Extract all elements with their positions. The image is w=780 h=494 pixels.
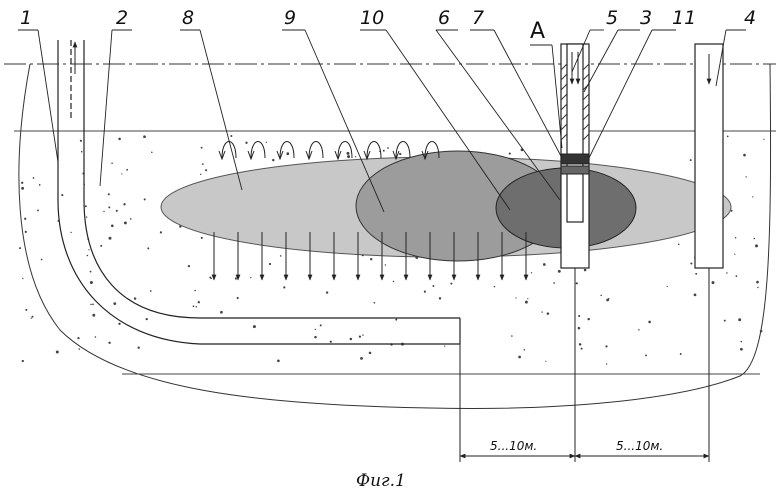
label-10: 10 <box>360 7 384 29</box>
label-6: 6 <box>438 7 450 29</box>
label-4: 4 <box>744 7 756 29</box>
label-11: 11 <box>672 7 696 29</box>
dimension-lines <box>459 268 710 462</box>
label-7: 7 <box>472 7 484 29</box>
horizontal-well-1 <box>57 40 461 345</box>
label-8: 8 <box>182 7 194 29</box>
figure-caption: Фиг.1 <box>356 471 406 491</box>
packer-element-7 <box>560 153 590 175</box>
soil-boundary <box>18 63 772 409</box>
label-1: 1 <box>20 7 32 29</box>
dimension-left: 5...10м. <box>490 439 537 453</box>
label-9: 9 <box>284 7 296 29</box>
label-a: A <box>530 19 545 44</box>
label-2: 2 <box>116 7 128 29</box>
downward-flow-arrows <box>211 232 529 281</box>
production-well-4 <box>694 43 724 269</box>
leader-lines <box>18 29 746 213</box>
label-3: 3 <box>640 7 652 29</box>
dimension-right: 5...10м. <box>616 439 663 453</box>
upward-flow-arrows <box>218 141 440 161</box>
label-5: 5 <box>606 7 618 29</box>
